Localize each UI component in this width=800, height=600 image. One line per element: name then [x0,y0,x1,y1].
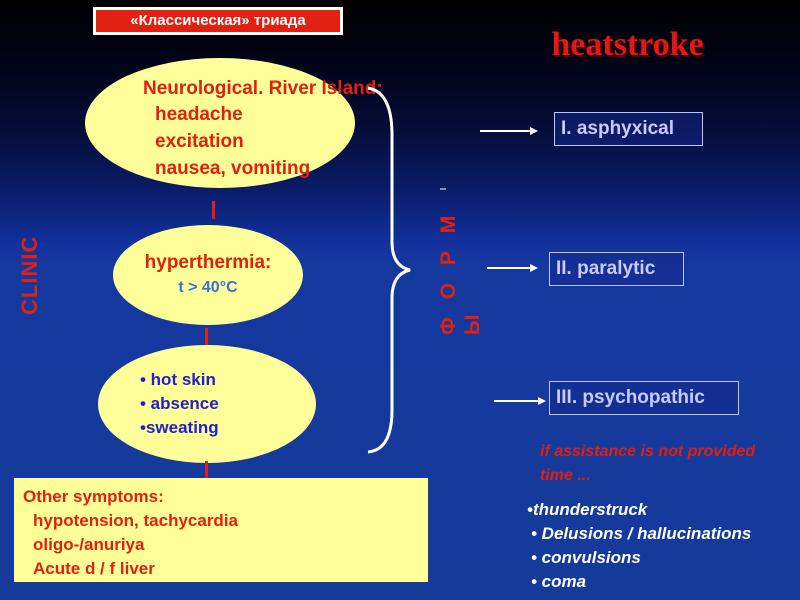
arrow-icon [494,397,546,405]
hyperthermia-title: hyperthermia: [144,252,272,273]
slide-title: heatstroke [551,26,704,63]
skin-item: • hot skin [140,370,216,389]
form-paralytic: II. paralytic [549,252,684,286]
form-psychopathic: III. psychopathic [549,381,739,415]
arrow-icon [480,127,538,135]
classic-triad-tag: «Классическая» триада [93,7,343,35]
complications-list: •thunderstruck • Delusions / hallucinati… [527,498,751,594]
skin-ellipse [98,345,316,463]
hyperthermia-temperature: t > 40°C [178,279,238,296]
other-symptom-item: hypotension, tachycardia [33,511,238,530]
complication-item: •thunderstruck [527,500,648,519]
neurological-item: headache [155,104,243,125]
neurological-item: nausea, vomiting [155,158,311,179]
neurological-item: excitation [155,131,244,152]
complication-item: • coma [531,572,587,591]
skin-item: •sweating [140,418,219,437]
arrow-icon [487,264,538,272]
hyperthermia-ellipse [113,225,303,325]
right-brace [367,86,411,454]
form-asphyxical: I. asphyxical [554,112,703,146]
neurological-title: Neurological. River Island: [143,78,383,99]
connector-line [205,328,208,346]
connector-line [205,461,208,479]
other-symptoms-title: Other symptoms: [23,487,164,506]
other-symptom-item: oligo-/anuriya [33,535,145,554]
other-symptoms-box: Other symptoms: hypotension, tachycardia… [14,478,428,582]
connector-line [212,201,215,219]
assistance-note-line: time ... [540,467,591,484]
assistance-note: if assistance is not provided time ... [540,440,800,488]
complication-item: • convulsions [531,548,641,567]
skin-item: • absence [140,394,219,413]
neurological-ellipse [85,58,355,188]
complication-item: • Delusions / hallucinations [531,524,752,543]
other-symptom-item: Acute d / f liver [33,559,155,578]
assistance-note-line: if assistance is not provided [540,443,756,460]
